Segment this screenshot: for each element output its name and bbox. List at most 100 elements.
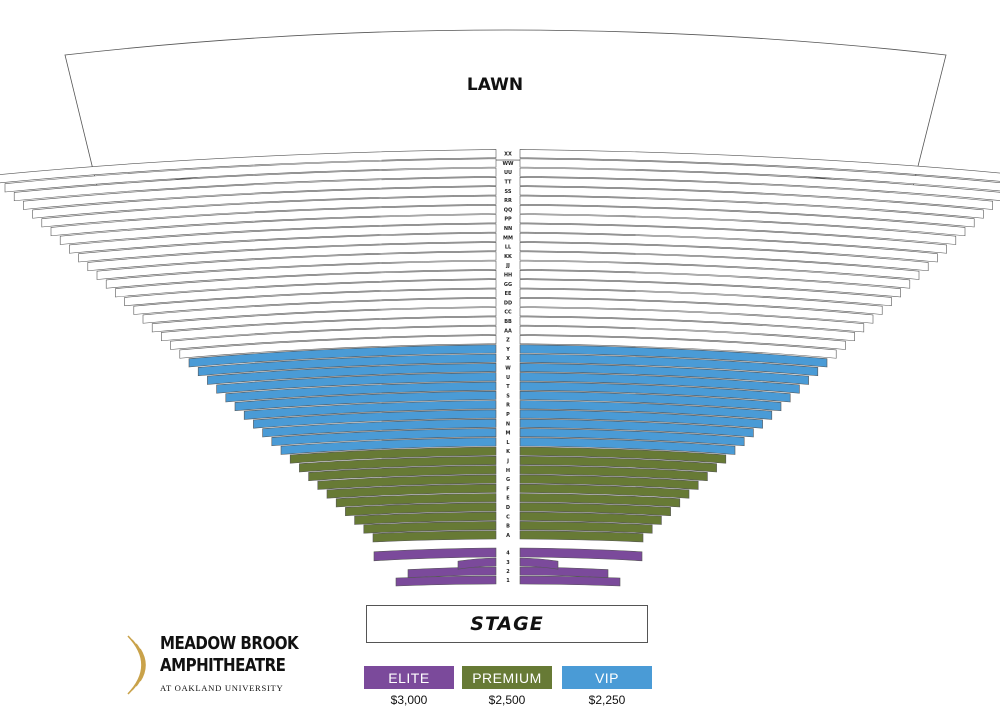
seat-row-JJ-left[interactable] bbox=[105, 260, 497, 289]
seat-row-XX-right[interactable] bbox=[519, 149, 1000, 183]
seat-row-B-left[interactable] bbox=[363, 521, 497, 534]
seat-row-L-right[interactable] bbox=[519, 437, 736, 455]
seat-row-EE-left[interactable] bbox=[133, 288, 497, 315]
seat-row-R-right[interactable] bbox=[519, 400, 773, 420]
seat-row-Y-left[interactable] bbox=[188, 344, 497, 368]
seat-row-K-left[interactable] bbox=[289, 446, 497, 464]
seat-row-C-left[interactable] bbox=[354, 511, 497, 525]
seat-row-C-right[interactable] bbox=[519, 511, 662, 525]
seat-row-U-right[interactable] bbox=[519, 372, 800, 394]
seat-row-QQ-left[interactable] bbox=[50, 204, 497, 237]
seat-row-K-right[interactable] bbox=[519, 446, 727, 464]
seat-row-S-right[interactable] bbox=[519, 390, 782, 412]
seat-row-CC-right[interactable] bbox=[519, 307, 865, 333]
seat-row-HH-right[interactable] bbox=[519, 269, 901, 298]
seat-row-HH-left[interactable] bbox=[115, 269, 497, 298]
seat-row-E-left[interactable] bbox=[335, 493, 497, 508]
seat-row-P-right[interactable] bbox=[519, 409, 763, 429]
row-label-H: H bbox=[506, 468, 510, 474]
stage: STAGE bbox=[366, 605, 648, 643]
seat-row-AA-right[interactable] bbox=[519, 325, 846, 350]
row-label-XX: XX bbox=[504, 152, 512, 158]
seat-row-F-left[interactable] bbox=[326, 483, 497, 499]
seat-row-4-right[interactable] bbox=[519, 547, 643, 562]
seat-row-KK-left[interactable] bbox=[96, 251, 497, 280]
seat-row-CC-left[interactable] bbox=[151, 307, 497, 333]
seat-row-DD-left[interactable] bbox=[142, 297, 497, 324]
seat-row-GG-left[interactable] bbox=[124, 279, 497, 307]
seat-row-PP-left[interactable] bbox=[59, 214, 497, 245]
seat-row-G-right[interactable] bbox=[519, 474, 699, 490]
row-label-UU: UU bbox=[504, 170, 512, 176]
seat-row-RR-right[interactable] bbox=[519, 195, 975, 228]
seat-row-L-left[interactable] bbox=[280, 437, 497, 455]
seat-row-TT-left[interactable] bbox=[23, 176, 497, 210]
seat-row-U-left[interactable] bbox=[216, 372, 497, 394]
seat-row-1-left[interactable] bbox=[395, 575, 497, 587]
seat-row-SS-right[interactable] bbox=[519, 186, 984, 219]
seat-row-W-right[interactable] bbox=[519, 362, 809, 385]
seat-row-D-right[interactable] bbox=[519, 502, 671, 517]
seat-row-LL-left[interactable] bbox=[87, 242, 497, 272]
seat-row-DD-right[interactable] bbox=[519, 297, 874, 324]
seat-row-3-left[interactable] bbox=[457, 557, 497, 570]
seat-row-E-right[interactable] bbox=[519, 493, 681, 508]
seat-row-3-right[interactable] bbox=[519, 557, 559, 570]
seat-row-A-right[interactable] bbox=[519, 530, 644, 543]
seat-row-X-left[interactable] bbox=[197, 353, 497, 377]
seat-row-J-left[interactable] bbox=[299, 455, 497, 473]
logo-arcs-icon bbox=[127, 635, 146, 695]
seat-row-Z-left[interactable] bbox=[179, 335, 497, 359]
seat-row-GG-right[interactable] bbox=[519, 279, 892, 307]
seat-row-B-right[interactable] bbox=[519, 521, 653, 534]
seat-row-M-left[interactable] bbox=[271, 428, 497, 447]
seat-row-BB-left[interactable] bbox=[161, 316, 497, 342]
seat-row-X-right[interactable] bbox=[519, 353, 819, 377]
seat-row-1-right[interactable] bbox=[519, 575, 621, 587]
seat-row-P-left[interactable] bbox=[253, 409, 497, 429]
row-label-HH: HH bbox=[504, 272, 512, 278]
seat-row-H-left[interactable] bbox=[308, 465, 497, 482]
seat-row-NN-left[interactable] bbox=[69, 223, 497, 254]
seat-row-RR-left[interactable] bbox=[41, 195, 497, 228]
seat-row-JJ-right[interactable] bbox=[519, 260, 911, 289]
seat-row-S-left[interactable] bbox=[234, 390, 497, 412]
seat-row-BB-right[interactable] bbox=[519, 316, 855, 342]
seat-row-KK-right[interactable] bbox=[519, 251, 920, 280]
seat-row-H-right[interactable] bbox=[519, 465, 708, 482]
seat-row-AA-left[interactable] bbox=[170, 325, 497, 350]
seat-row-UU-right[interactable] bbox=[519, 167, 1000, 201]
seat-row-M-right[interactable] bbox=[519, 428, 745, 447]
seat-row-UU-left[interactable] bbox=[13, 167, 497, 202]
seat-row-T-right[interactable] bbox=[519, 381, 791, 403]
legend-premium: PREMIUM bbox=[462, 666, 552, 689]
seat-row-D-left[interactable] bbox=[345, 502, 497, 517]
seat-row-Y-right[interactable] bbox=[519, 344, 828, 368]
legend-elite: ELITE bbox=[364, 666, 454, 689]
seat-row-N-right[interactable] bbox=[519, 418, 754, 438]
seat-row-SS-left[interactable] bbox=[32, 186, 497, 219]
seat-row-QQ-right[interactable] bbox=[519, 204, 966, 237]
seat-row-N-left[interactable] bbox=[262, 418, 497, 438]
seat-row-W-left[interactable] bbox=[207, 362, 497, 385]
seat-row-MM-left[interactable] bbox=[78, 232, 497, 263]
seat-row-G-left[interactable] bbox=[317, 474, 497, 490]
seat-row-MM-right[interactable] bbox=[519, 232, 938, 263]
seat-row-PP-right[interactable] bbox=[519, 214, 957, 245]
row-label-GG: GG bbox=[504, 282, 512, 288]
row-label-EE: EE bbox=[505, 291, 512, 297]
seat-row-T-left[interactable] bbox=[225, 381, 497, 403]
seat-row-R-left[interactable] bbox=[243, 400, 497, 420]
seat-row-F-right[interactable] bbox=[519, 483, 690, 499]
seat-row-J-right[interactable] bbox=[519, 455, 717, 473]
seat-row-TT-right[interactable] bbox=[519, 176, 993, 210]
seat-row-WW-left[interactable] bbox=[4, 158, 497, 193]
seat-row-4-left[interactable] bbox=[373, 547, 497, 562]
seat-row-EE-right[interactable] bbox=[519, 288, 883, 315]
seat-row-A-left[interactable] bbox=[372, 530, 497, 543]
seat-row-LL-right[interactable] bbox=[519, 242, 929, 272]
seat-row-Z-right[interactable] bbox=[519, 335, 837, 359]
seat-row-NN-right[interactable] bbox=[519, 223, 947, 254]
seat-row-WW-right[interactable] bbox=[519, 158, 1000, 192]
seat-row-XX-left[interactable] bbox=[0, 149, 497, 184]
